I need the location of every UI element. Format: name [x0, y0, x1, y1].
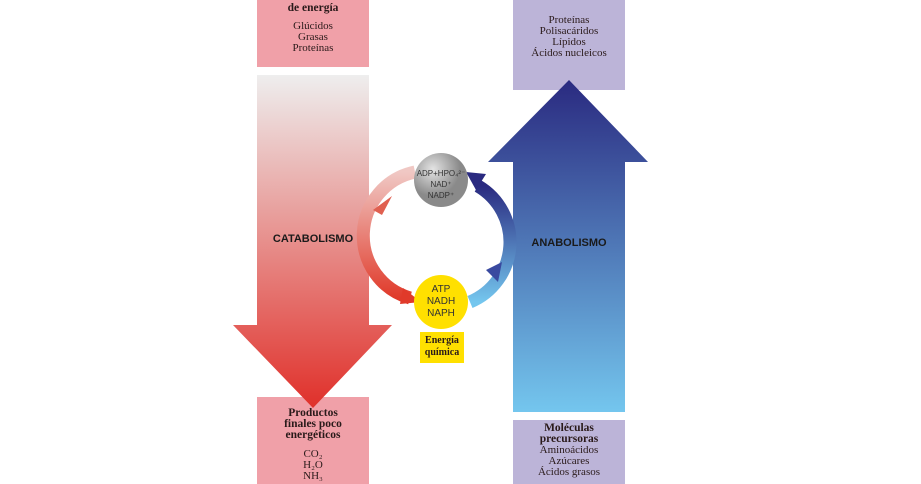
catabolism-label: CATABOLISMO — [272, 233, 354, 245]
bottom-right-box — [513, 420, 625, 484]
bottom-left-box — [257, 397, 369, 484]
energy-label: química — [424, 347, 460, 358]
top-left-box — [257, 0, 369, 67]
atp-circle — [414, 275, 468, 329]
list-item: Proteínas — [548, 14, 590, 26]
list-item: NH₃ — [303, 470, 323, 482]
circle-text: ATP — [431, 284, 451, 295]
circle-text: NADP⁺ — [427, 191, 455, 200]
bottom-left-title-line: finales poco — [284, 418, 342, 430]
bottom-right-title-line: Moléculas — [544, 422, 594, 434]
anabolism-arrow — [488, 80, 648, 412]
anabolic-cycle-arrow — [467, 180, 517, 308]
list-item: Lípidos — [552, 36, 586, 48]
energy-box — [420, 332, 464, 363]
circle-text: NADH — [426, 296, 456, 307]
top-right-box — [513, 0, 625, 90]
bottom-left-title-line: energéticos — [285, 429, 341, 441]
circle-text: NAD⁺ — [430, 180, 452, 189]
circle-text: NAPH — [427, 308, 455, 319]
list-item: Azúcares — [548, 455, 590, 467]
top-left-title: de energía — [287, 2, 339, 14]
list-item: Ácidos grasos — [537, 466, 601, 478]
list-item: Aminoácidos — [539, 444, 599, 456]
list-item: Ácidos nucleicos — [531, 47, 607, 59]
list-item: Polisacáridos — [539, 25, 599, 37]
bottom-left-title-line: Productos — [288, 407, 338, 419]
arrowhead-right-bottom — [486, 262, 502, 282]
energy-label: Energía — [425, 335, 459, 346]
catabolic-cycle-arrow — [356, 165, 417, 305]
list-item: Grasas — [298, 31, 328, 43]
circle-text: ADP+HPO₄²⁻ — [416, 169, 466, 178]
arrowhead-right-top — [466, 172, 486, 190]
arrowhead-left-top — [373, 196, 392, 215]
anabolism-label: ANABOLISMO — [531, 237, 607, 249]
bottom-right-title-line: precursoras — [539, 433, 599, 445]
list-item: Glúcidos — [293, 20, 333, 32]
catabolism-arrow — [233, 75, 392, 408]
list-item: Proteínas — [292, 42, 334, 54]
adp-circle — [414, 153, 468, 207]
list-item: CO₂ — [303, 448, 323, 460]
list-item: H₂O — [303, 459, 323, 471]
